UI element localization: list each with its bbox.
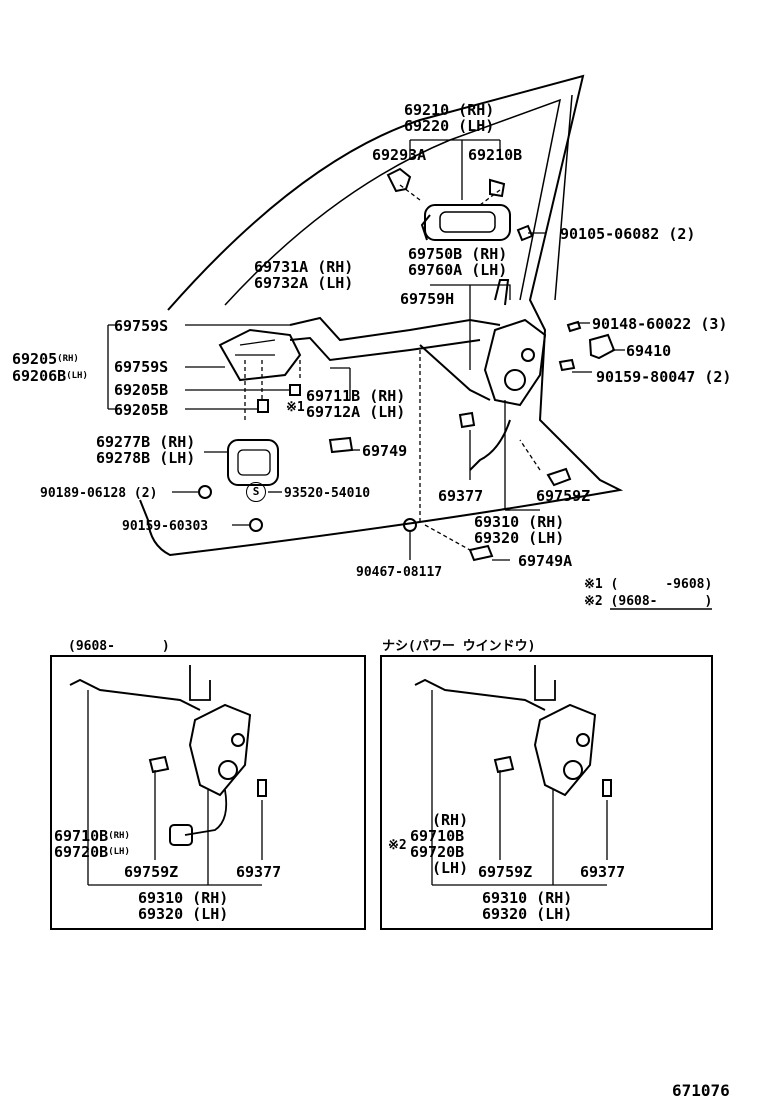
mark-1: ※1 [286, 400, 305, 415]
right-box-69759z: 69759Z [478, 863, 533, 881]
label-69760A: 69760A (LH) [408, 261, 508, 279]
label-69293A: 69293A [372, 146, 427, 164]
s-mark-text: S [252, 485, 260, 498]
part-number: 69710B [54, 827, 109, 845]
part-number: 69206B [12, 367, 67, 385]
door-outline [139, 74, 624, 557]
clip-icon [546, 467, 572, 487]
lh-suffix: (LH) [66, 371, 88, 381]
clip-icon [489, 178, 506, 198]
rh-suffix: (RH) [108, 831, 130, 841]
label-69731A: 69731A (RH) [254, 258, 354, 276]
left-box-caption: (9608- ) [68, 639, 170, 654]
clip-icon [328, 436, 354, 454]
right-box-69720b: 69720B [410, 843, 465, 861]
clip-icon [468, 544, 494, 562]
outside-handle-icon [420, 204, 511, 241]
door-window-frame [224, 98, 561, 306]
screw-icon [249, 518, 263, 532]
left-box-69720b: 69720B(LH) [54, 844, 130, 861]
left-inset-box [50, 655, 366, 930]
bolt-icon [289, 384, 301, 396]
label-69759S-2: 69759S [114, 358, 169, 376]
label-69759S-1: 69759S [114, 317, 169, 335]
right-box-caption: ナシ(パワー ウインドウ) [382, 639, 536, 654]
label-69377: 69377 [438, 487, 484, 505]
door-lock-mechanism-icon [483, 279, 547, 407]
label-69278B: 69278B (LH) [96, 449, 196, 467]
left-box-69320: 69320 (LH) [138, 905, 229, 923]
right-box-mark2: ※2 [388, 838, 407, 853]
wire-harness [469, 419, 511, 471]
right-box-69710b: 69710B [410, 827, 465, 845]
label-93520: 93520-54010 [284, 486, 371, 501]
clip-icon [458, 411, 476, 429]
label-69220: 69220 (LH) [404, 117, 495, 135]
label-90467: 90467-08117 [356, 565, 443, 580]
label-69410: 69410 [626, 342, 672, 360]
right-box-lh: (LH) [432, 859, 469, 877]
figure-number: 671076 [672, 1081, 730, 1100]
left-box-69710b: 69710B(RH) [54, 828, 130, 845]
screw-icon [198, 485, 212, 499]
label-69206b-lh: 69206B(LH) [12, 368, 88, 385]
label-90159-60303: 90159-60303 [122, 519, 209, 534]
right-box-69310: 69310 (RH) [482, 889, 573, 907]
label-69310: 69310 (RH) [474, 513, 565, 531]
left-box-69759z: 69759Z [124, 863, 179, 881]
bracket-icon [588, 333, 616, 360]
label-69210B: 69210B [468, 146, 523, 164]
part-number: 69205 [12, 350, 58, 368]
lock-assembly-left-icon [69, 665, 267, 886]
left-box-69310: 69310 (RH) [138, 889, 229, 907]
left-box-69377: 69377 [236, 863, 282, 881]
lh-suffix: (LH) [108, 847, 130, 857]
note-1: ※1 ( -9608) [584, 577, 713, 592]
right-inset-box [380, 655, 713, 930]
label-90159-80047: 90159-80047 (2) [596, 368, 732, 386]
inner-handle-bezel-icon [227, 439, 279, 486]
lock-assembly-right-icon [414, 665, 612, 886]
clip-icon [257, 399, 269, 413]
inside-handle-assembly-icon [218, 328, 302, 382]
label-69205-rh: 69205(RH) [12, 351, 79, 368]
right-box-rh: (RH) [432, 811, 469, 829]
clip-icon [386, 167, 412, 193]
part-number: 69720B [54, 843, 109, 861]
label-69205B-1: 69205B [114, 381, 169, 399]
s-mark: S [246, 482, 266, 502]
label-69749A: 69749A [518, 552, 573, 570]
label-69750B: 69750B (RH) [408, 245, 508, 263]
label-69732A: 69732A (LH) [254, 274, 354, 292]
label-69759Z: 69759Z [536, 487, 591, 505]
label-90189: 90189-06128 (2) [40, 486, 158, 501]
bolt-icon [558, 358, 576, 372]
bolt-icon [516, 224, 534, 242]
label-69711B: 69711B (RH) [306, 387, 406, 405]
label-69759H: 69759H [400, 290, 455, 308]
rh-suffix: (RH) [57, 354, 79, 364]
right-box-69320: 69320 (LH) [482, 905, 573, 923]
label-69210: 69210 (RH) [404, 101, 495, 119]
right-box-69377: 69377 [580, 863, 626, 881]
label-69749: 69749 [362, 442, 408, 460]
lock-rod [289, 316, 501, 342]
label-69205B-2: 69205B [114, 401, 169, 419]
label-69320: 69320 (LH) [474, 529, 565, 547]
label-69277B: 69277B (RH) [96, 433, 196, 451]
label-90148: 90148-60022 (3) [592, 315, 728, 333]
label-90105: 90105-06082 (2) [560, 225, 696, 243]
label-69712A: 69712A (LH) [306, 403, 406, 421]
note-2: ※2 (9608- ) [584, 594, 713, 609]
